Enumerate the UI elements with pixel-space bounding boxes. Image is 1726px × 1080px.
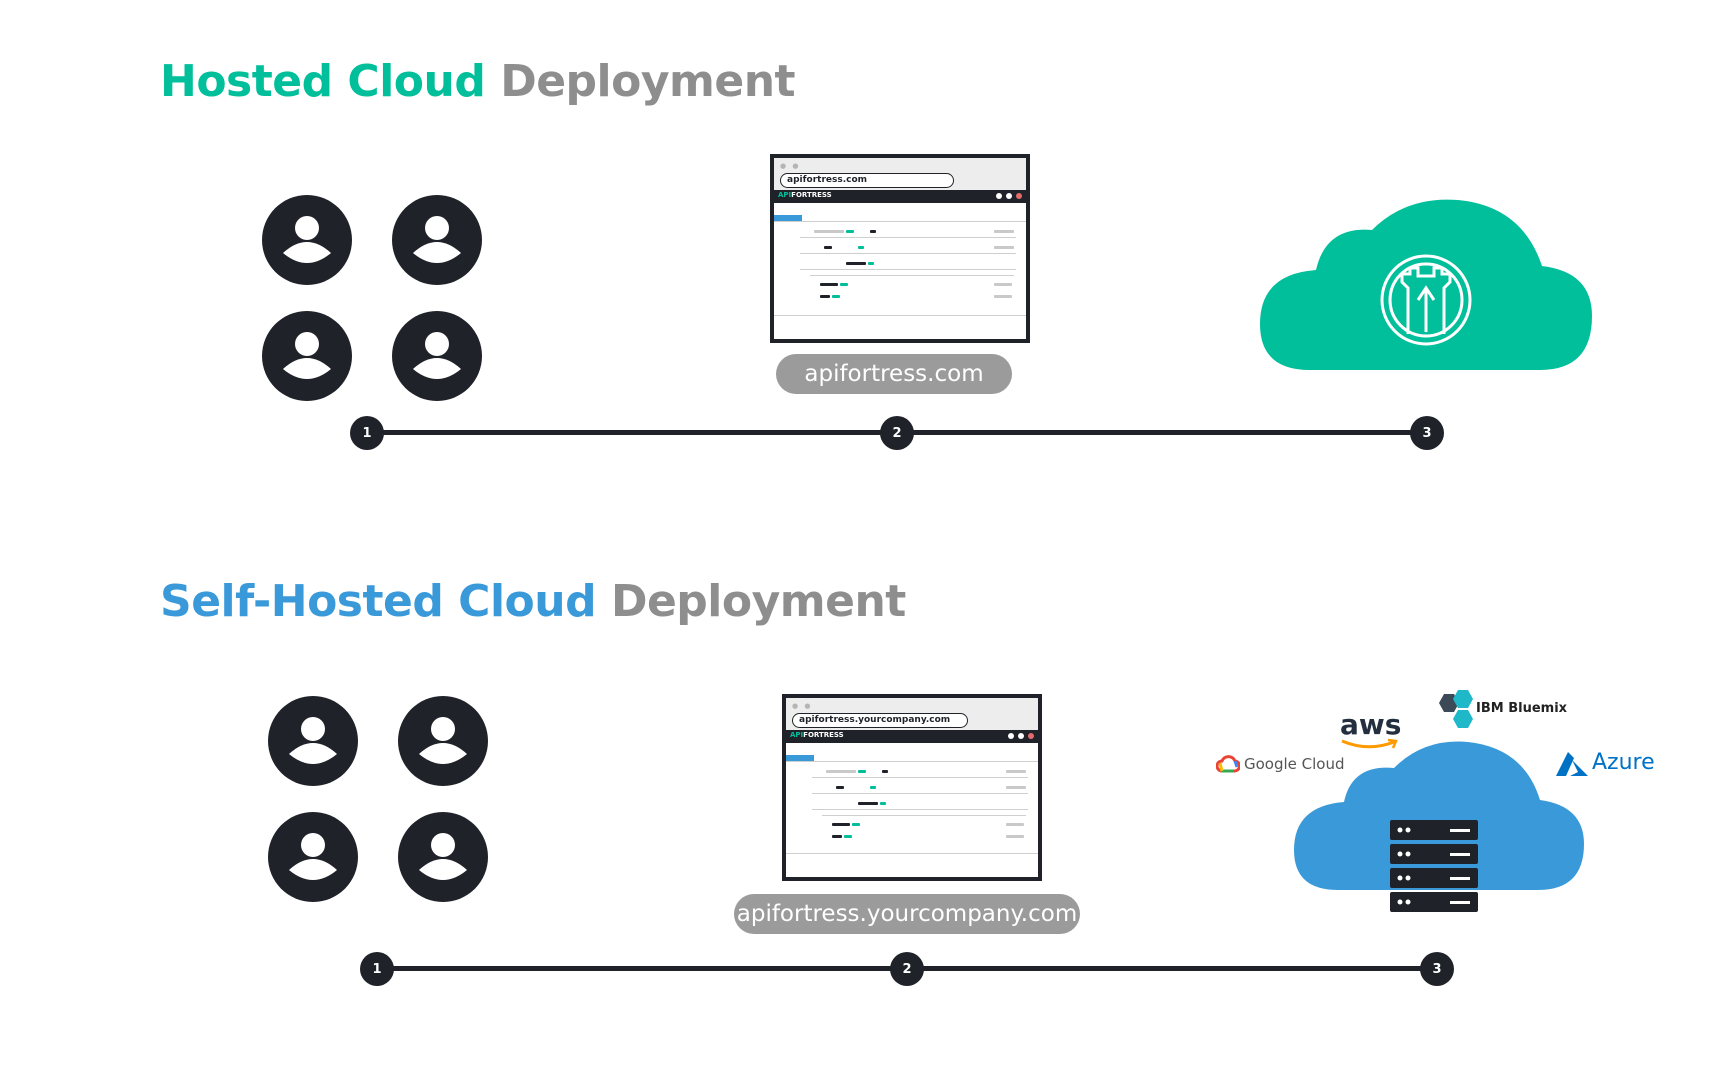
browser-topbar: ● ● apifortress.com [774, 158, 1026, 190]
hosted-cloud-icon [1260, 199, 1592, 370]
user-icon [262, 311, 352, 401]
browser-url-bar: apifortress.com [780, 173, 954, 188]
azure-label: Azure [1592, 750, 1655, 775]
self-hosted-cloud-icon [1294, 741, 1584, 890]
hosted-step-3: 3 [1410, 416, 1444, 450]
server-rack-icon [1390, 820, 1478, 912]
google-cloud-label: Google Cloud [1244, 755, 1345, 773]
app-header-icons [996, 193, 1022, 199]
self-hosted-title-accent: Self-Hosted Cloud [160, 576, 597, 627]
browser-content [774, 203, 1026, 339]
user-icon [392, 195, 482, 285]
hosted-step-2: 2 [880, 416, 914, 450]
ibm-bluemix-label: IBM Bluemix [1476, 701, 1568, 716]
ibm-bluemix-icon [1439, 690, 1473, 728]
hosted-url-pill: apifortress.com [776, 354, 1012, 394]
brand-logo: APIFORTRESS [790, 731, 844, 739]
self-hosted-browser-mockup: ● ● apifortress.yourcompany.com APIFORTR… [782, 694, 1042, 881]
app-header-icons [1008, 733, 1034, 739]
user-icon [268, 696, 358, 786]
browser-topbar: ● ● apifortress.yourcompany.com [786, 698, 1038, 730]
aws-label: aws [1340, 708, 1402, 741]
self-hosted-section-title: Self-Hosted Cloud Deployment [160, 576, 906, 627]
self-hosted-step-2: 2 [890, 952, 924, 986]
app-header-bar: APIFORTRESS [774, 190, 1026, 203]
user-icon [392, 311, 482, 401]
browser-content [786, 743, 1038, 877]
hosted-title-rest: Deployment [500, 56, 796, 107]
self-hosted-title-rest: Deployment [610, 576, 906, 627]
app-header-bar: APIFORTRESS [786, 730, 1038, 743]
hosted-title-accent: Hosted Cloud [160, 56, 486, 107]
window-dots-icon: ● ● [780, 162, 801, 170]
window-dots-icon: ● ● [792, 702, 813, 710]
hosted-section-title: Hosted Cloud Deployment [160, 56, 796, 107]
user-icon [398, 812, 488, 902]
browser-url-bar: apifortress.yourcompany.com [792, 713, 968, 728]
google-cloud-icon [1216, 755, 1240, 773]
hosted-step-1: 1 [350, 416, 384, 450]
brand-logo: APIFORTRESS [778, 191, 832, 199]
user-icon [398, 696, 488, 786]
self-hosted-url-pill: apifortress.yourcompany.com [734, 894, 1080, 934]
self-hosted-step-1: 1 [360, 952, 394, 986]
azure-icon [1556, 752, 1588, 776]
user-icon [262, 195, 352, 285]
self-hosted-step-3: 3 [1420, 952, 1454, 986]
aws-smile-icon [1341, 738, 1398, 749]
user-icon [268, 812, 358, 902]
fortress-logo-icon [1380, 254, 1472, 346]
hosted-browser-mockup: ● ● apifortress.com APIFORTRESS [770, 154, 1030, 343]
